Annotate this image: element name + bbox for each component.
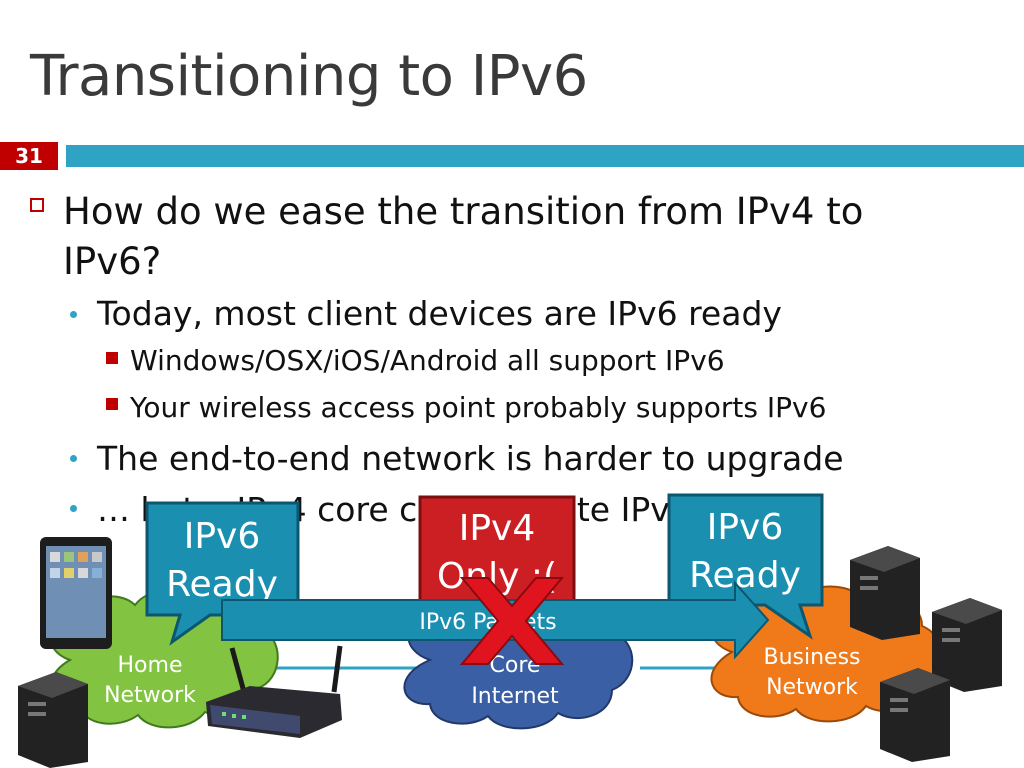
server-right-mid-icon	[932, 598, 1002, 692]
bullet-1-line-2: IPv6?	[63, 240, 162, 283]
slide-number: 31	[0, 142, 58, 170]
bullet-3: The end-to-end network is harder to upgr…	[97, 439, 844, 478]
dot-bullet-icon	[70, 311, 77, 318]
bullet-1-line-1: How do we ease the transition from IPv4 …	[63, 190, 864, 233]
home-cloud-label-2: Network	[104, 683, 196, 708]
square-bullet-icon	[106, 352, 118, 364]
server-left-icon	[18, 672, 88, 768]
square-bullet-icon	[106, 398, 118, 410]
home-cloud-label-1: Home	[118, 653, 183, 678]
dot-bullet-icon	[70, 505, 77, 512]
arrow-label: IPv6 Packets	[419, 610, 556, 635]
core-cloud-label-2: Internet	[471, 684, 559, 709]
business-cloud-label-1: Business	[763, 645, 860, 670]
slide-title: Transitioning to IPv6	[30, 44, 588, 109]
title-accent-bar	[66, 145, 1024, 167]
mid-callout-line-1: IPv4	[459, 508, 536, 549]
hollow-square-bullet-icon	[30, 198, 44, 212]
blocked-cross-icon	[459, 577, 565, 665]
dot-bullet-icon	[70, 455, 77, 462]
ipv6-packets-arrow: IPv6 Packets	[221, 580, 770, 660]
left-callout-line-1: IPv6	[184, 516, 261, 557]
wireless-router-icon	[206, 645, 343, 738]
right-callout-line-1: IPv6	[707, 507, 784, 548]
server-right-bottom-icon	[880, 668, 950, 762]
right-callout-line-2: Ready	[689, 555, 801, 596]
bullet-2-sub-2: Your wireless access point probably supp…	[130, 391, 827, 424]
server-right-top-icon	[850, 546, 920, 640]
bullet-2: Today, most client devices are IPv6 read…	[97, 294, 782, 333]
left-callout-line-2: Ready	[166, 564, 278, 605]
tablet-icon	[40, 537, 112, 649]
business-cloud-label-2: Network	[766, 675, 858, 700]
bullet-2-sub-1: Windows/OSX/iOS/Android all support IPv6	[130, 344, 725, 377]
